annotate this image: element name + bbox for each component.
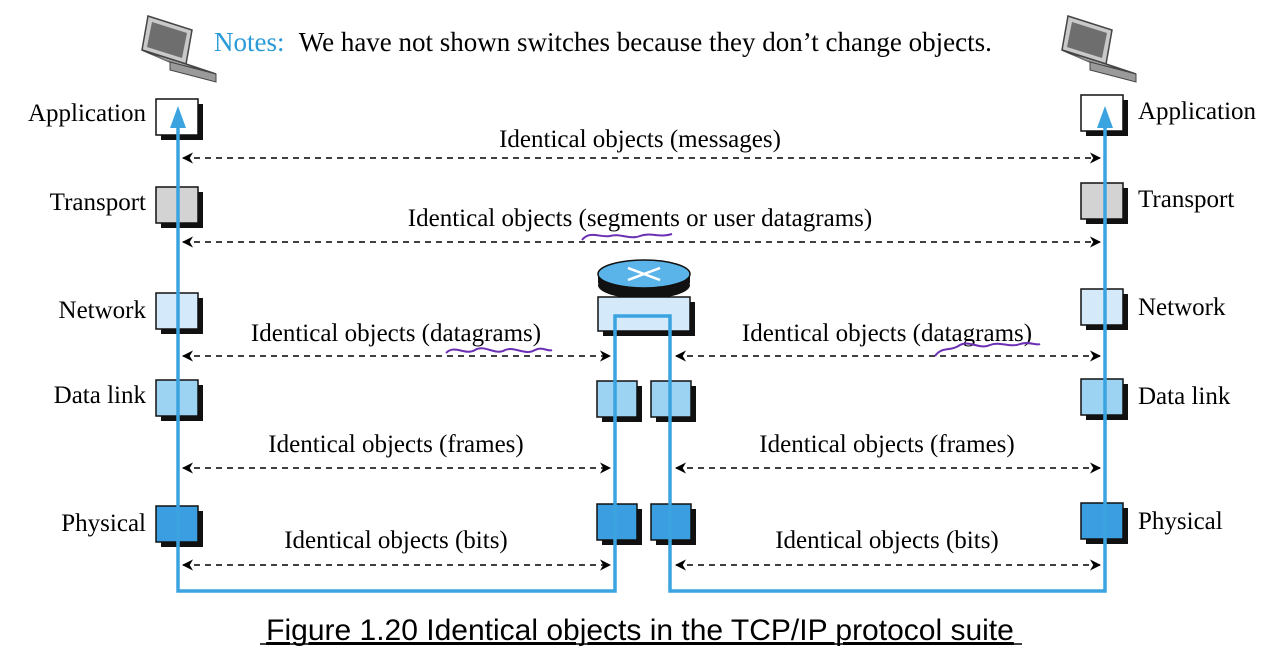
notes-label: Notes: (214, 27, 285, 57)
notes-text: We have not shown switches because they … (299, 27, 992, 57)
left-label-datalink: Data link (54, 382, 147, 409)
router-box-physical-left (596, 503, 638, 541)
right-laptop-icon (1061, 15, 1137, 83)
notes-line: Notes: We have not shown switches becaus… (214, 27, 992, 57)
router-stack (596, 380, 696, 545)
router-icon (597, 259, 695, 336)
label-bits-left: Identical objects (bits) (284, 527, 508, 554)
left-label-transport: Transport (50, 189, 146, 216)
annotation-squiggle-datagrams-right (934, 342, 1041, 357)
annotation-squiggle-segments (581, 233, 673, 241)
left-laptop-icon (141, 15, 217, 83)
left-up-arrow-icon (170, 106, 186, 128)
right-label-network: Network (1138, 294, 1226, 321)
router-box-network (597, 296, 691, 332)
right-box-network (1080, 288, 1124, 326)
right-label-transport: Transport (1138, 186, 1234, 213)
annotation-squiggle-datagrams-left (445, 347, 553, 354)
left-label-physical: Physical (61, 510, 146, 537)
label-datagrams-left: Identical objects (datagrams) (251, 320, 541, 347)
right-box-transport (1080, 182, 1124, 220)
right-box-datalink (1080, 378, 1124, 416)
router-box-datalink-left (596, 380, 638, 418)
data-path (170, 106, 1113, 593)
right-label-application: Application (1138, 98, 1257, 125)
right-up-arrow-icon (1097, 106, 1113, 128)
label-bits-right: Identical objects (bits) (775, 527, 999, 554)
left-label-network: Network (59, 297, 147, 324)
label-frames-left: Identical objects (frames) (268, 431, 523, 458)
right-box-physical (1080, 502, 1124, 540)
label-segments: Identical objects (segments or user data… (408, 205, 872, 232)
right-label-datalink: Data link (1138, 383, 1231, 410)
label-frames-right: Identical objects (frames) (759, 431, 1014, 458)
left-label-application: Application (28, 100, 147, 127)
right-label-physical: Physical (1138, 508, 1223, 535)
label-messages: Identical objects (messages) (499, 126, 781, 153)
figure-caption: Figure 1.20 Identical objects in the TCP… (266, 614, 1014, 647)
label-datagrams-right: Identical objects (datagrams) (742, 320, 1032, 347)
